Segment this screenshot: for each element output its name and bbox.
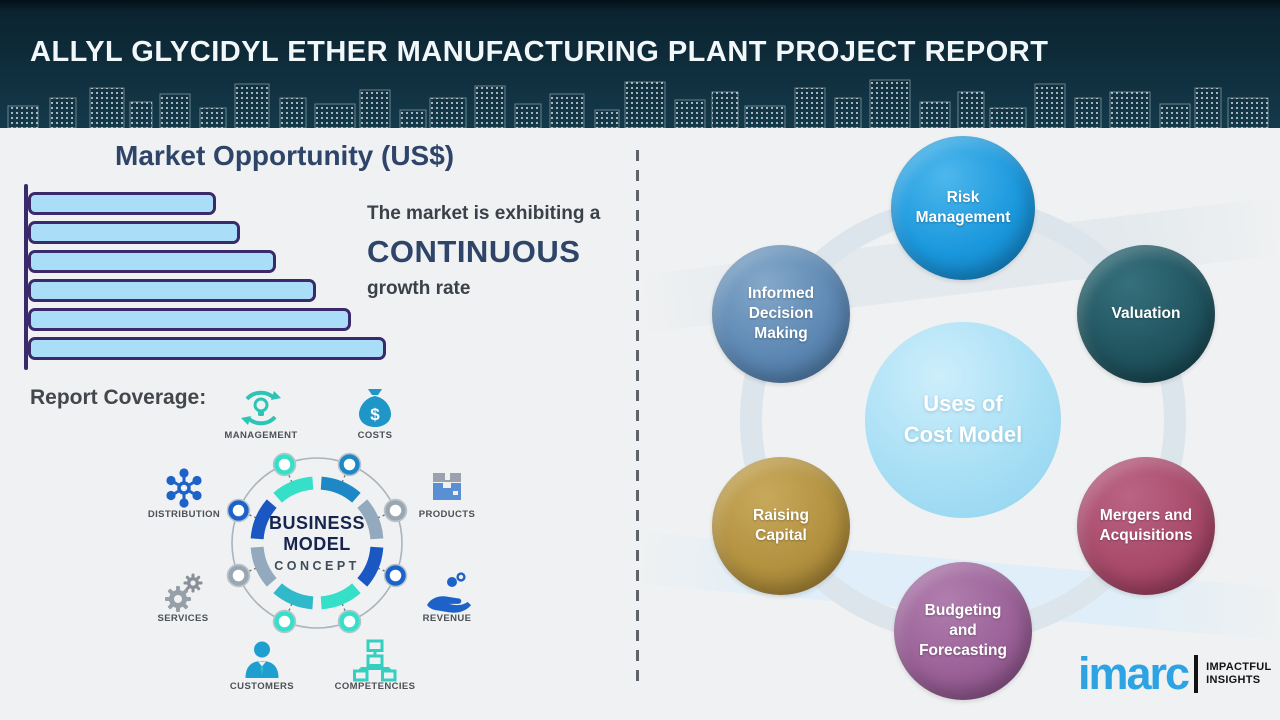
bubble-valuation: Valuation [1077, 245, 1215, 383]
report-coverage-label: Report Coverage: [30, 386, 207, 409]
competencies-label: COMPETENCIES [334, 681, 416, 692]
services-icon [165, 573, 203, 612]
business-model-line1: BUSINESS [268, 513, 366, 534]
growth-statement-prefix: The market is exhibiting a [367, 203, 601, 224]
management-icon [241, 390, 281, 426]
growth-statement-suffix: growth rate [367, 278, 471, 299]
business-model-subtitle: CONCEPT [274, 558, 360, 573]
costs-label: COSTS [357, 430, 393, 441]
business-model-diagram: BUSINESS MODEL CONCEPT [197, 423, 437, 663]
management-label: MANAGEMENT [224, 430, 298, 441]
bar-6 [28, 337, 386, 360]
products-label: PRODUCTS [418, 509, 476, 520]
imarc-logo: imarc IMPACTFUL INSIGHTS [1078, 648, 1272, 699]
bubble-informed-decision-making: Informed Decision Making [712, 245, 850, 383]
customers-label: CUSTOMERS [229, 681, 295, 692]
revenue-icon [427, 572, 471, 613]
growth-statement-highlight: CONTINUOUS [367, 234, 581, 269]
bubble-budgeting-and-forecasting: Budgeting and Forecasting [894, 562, 1032, 700]
bubble-mergers-and-acquisitions: Mergers and Acquisitions [1077, 457, 1215, 595]
dashed-divider [636, 150, 639, 690]
competencies-icon [353, 639, 397, 682]
bar-2 [28, 221, 240, 244]
products-icon [433, 473, 461, 500]
business-model-line2: MODEL [283, 534, 351, 554]
revenue-label: REVENUE [422, 613, 472, 624]
svg-text:$: $ [370, 405, 380, 424]
city-skyline-graphic [7, 79, 1269, 128]
imarc-logo-wordmark: imarc [1078, 648, 1190, 699]
bar-chart-axis [24, 184, 28, 370]
bubble-risk-management: Risk Management [891, 136, 1035, 280]
cost-model-center-circle: Uses of Cost Model [865, 322, 1061, 518]
services-label: SERVICES [157, 613, 209, 624]
imarc-logo-tagline: IMPACTFUL INSIGHTS [1206, 661, 1271, 686]
bar-4 [28, 279, 316, 302]
bar-chart [28, 192, 386, 366]
header-banner: ALLYL GLYCIDYL ETHER MANUFACTURING PLANT… [0, 0, 1280, 128]
bubble-raising-capital: Raising Capital [712, 457, 850, 595]
bar-1 [28, 192, 216, 215]
market-opportunity-title: Market Opportunity (US$) [115, 140, 455, 171]
distribution-label: DISTRIBUTION [147, 509, 221, 520]
imarc-logo-divider [1194, 655, 1199, 693]
imarc-tagline-line1: IMPACTFUL [1206, 661, 1272, 674]
costs-icon: $ [359, 389, 391, 427]
imarc-tagline-line2: INSIGHTS [1206, 674, 1261, 686]
customers-icon [245, 641, 279, 678]
growth-statement: The market is exhibiting a CONTINUOUS gr… [367, 203, 600, 300]
cost-model-center-label: Uses of Cost Model [903, 391, 1023, 447]
bar-5 [28, 308, 351, 331]
business-model-center-text: BUSINESS MODEL CONCEPT [197, 423, 437, 663]
page-title: ALLYL GLYCIDYL ETHER MANUFACTURING PLANT… [30, 36, 1049, 68]
distribution-icon [166, 468, 202, 508]
bar-3 [28, 250, 277, 273]
business-model-ring [226, 452, 408, 634]
